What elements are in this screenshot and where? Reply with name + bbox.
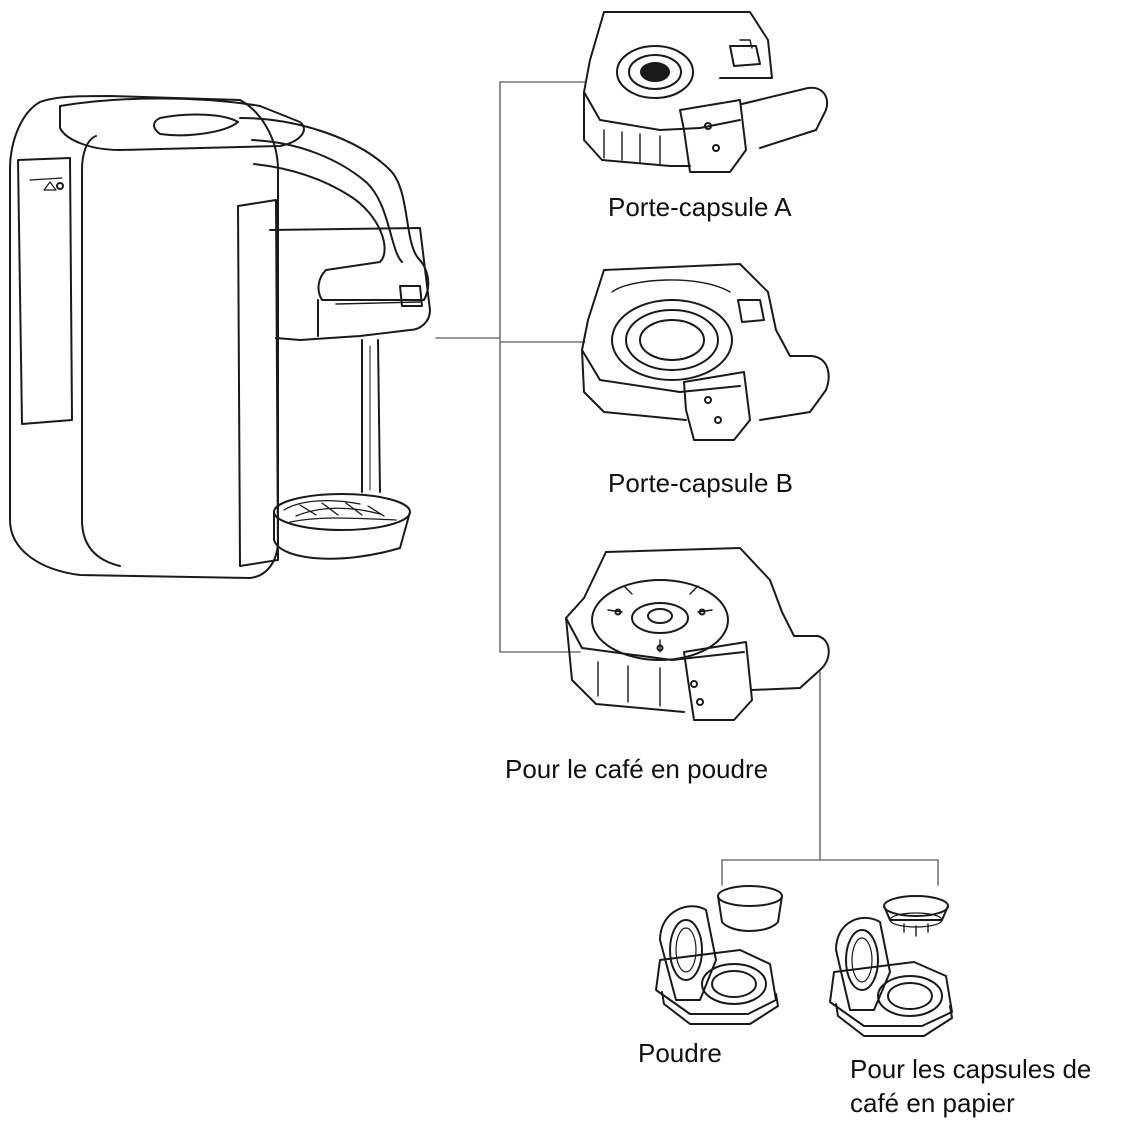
label-paper-pods: Pour les capsules de café en papier (850, 1052, 1091, 1120)
coffee-machine-illustration (9, 95, 431, 579)
powder-adapter-illustration (655, 885, 783, 1025)
connector-lines (435, 81, 939, 886)
label-holder-a: Porte-capsule A (608, 192, 792, 222)
label-holder-b: Porte-capsule B (608, 468, 793, 498)
label-paper-pods-line1: Pour les capsules de (850, 1054, 1092, 1084)
label-powder: Poudre (638, 1038, 722, 1068)
capsule-holder-a-illustration (583, 11, 828, 173)
paper-pod-adapter-illustration (829, 895, 953, 1037)
label-ground-coffee: Pour le café en poudre (505, 754, 769, 784)
label-paper-pods-line2: café en papier (850, 1088, 1015, 1118)
ground-coffee-holder-illustration (565, 547, 830, 721)
capsule-holder-b-illustration (581, 263, 830, 441)
